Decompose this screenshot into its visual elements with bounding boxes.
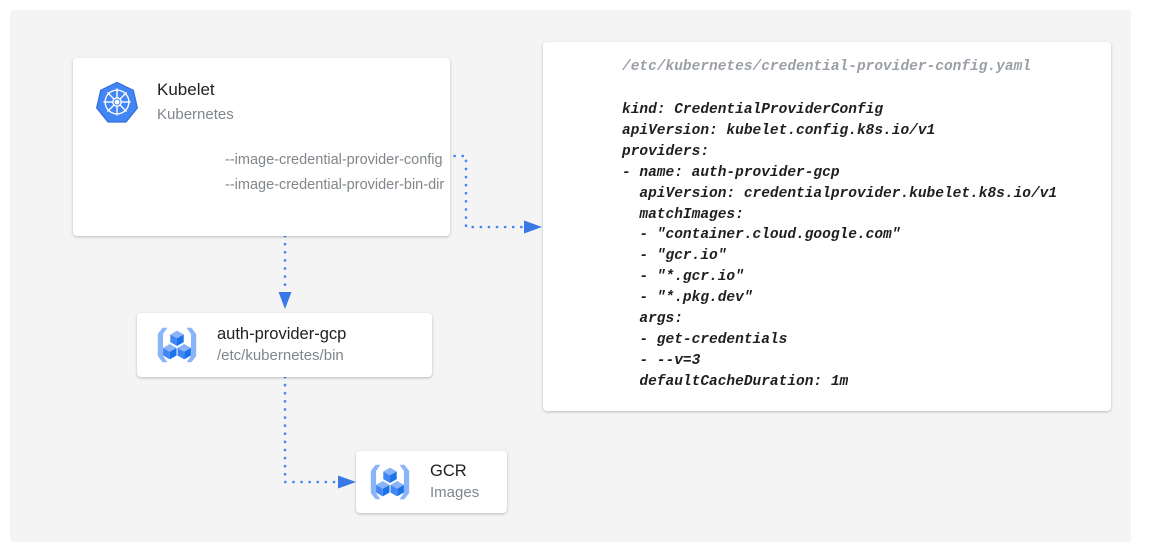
yaml-line: apiVersion: kubelet.config.k8s.io/v1 [622, 122, 936, 139]
yaml-line: - "*.gcr.io" [622, 269, 744, 286]
kubelet-card-titles: Kubelet Kubernetes [157, 78, 234, 126]
kubelet-flag-bin-dir: --image-credential-provider-bin-dir [225, 177, 445, 193]
yaml-line: - --v=3 [622, 352, 701, 369]
auth-provider-title: auth-provider-gcp [217, 325, 347, 343]
yaml-line: defaultCacheDuration: 1m [622, 373, 849, 390]
kubelet-flag-list: --image-credential-provider-config --ima… [225, 148, 444, 198]
cube-top [170, 330, 184, 346]
yaml-line: args: [622, 311, 683, 328]
kubelet-subtitle: Kubernetes [157, 106, 234, 123]
yaml-line: - "*.pkg.dev" [622, 290, 753, 307]
yaml-line: matchImages: [622, 206, 744, 223]
cube-bottom-left [163, 344, 177, 360]
gcr-title: GCR [430, 462, 467, 480]
cube-bottom-right [390, 481, 404, 497]
cube-top [383, 467, 397, 483]
yaml-code-block: kind: CredentialProviderConfig apiVersion… [622, 100, 1057, 393]
yaml-line: kind: CredentialProviderConfig [622, 102, 884, 118]
gcr-subtitle: Images [430, 484, 480, 501]
gcp-container-registry-icon [370, 464, 410, 500]
yaml-line: apiVersion: credentialprovider.kubelet.k… [622, 185, 1058, 202]
cube-bottom-right [177, 344, 191, 360]
kubelet-card[interactable]: Kubelet Kubernetes --image-credential-pr… [73, 58, 450, 236]
yaml-line: - "gcr.io" [622, 248, 727, 265]
kubelet-title: Kubelet [157, 80, 215, 99]
gcr-titles: GCR Images [430, 461, 479, 503]
cube-bottom-left [376, 481, 390, 497]
kubernetes-helm-icon [95, 81, 139, 123]
yaml-filename: /etc/kubernetes/credential-provider-conf… [622, 59, 1031, 75]
auth-provider-titles: auth-provider-gcp /etc/kubernetes/bin [217, 324, 346, 366]
yaml-line: - name: auth-provider-gcp [622, 164, 840, 181]
yaml-line: providers: [622, 143, 710, 160]
gcp-container-registry-icon [157, 327, 197, 363]
yaml-line: - get-credentials [622, 331, 788, 348]
gcr-card[interactable]: GCR Images [356, 451, 507, 513]
auth-provider-subtitle: /etc/kubernetes/bin [217, 347, 344, 364]
kubelet-flag-config: --image-credential-provider-config [225, 152, 443, 168]
credential-provider-config-panel[interactable]: /etc/kubernetes/credential-provider-conf… [543, 42, 1111, 411]
kubelet-card-header: Kubelet Kubernetes [95, 78, 234, 126]
auth-provider-gcp-card[interactable]: auth-provider-gcp /etc/kubernetes/bin [137, 313, 432, 377]
yaml-line: - "container.cloud.google.com" [622, 227, 901, 244]
